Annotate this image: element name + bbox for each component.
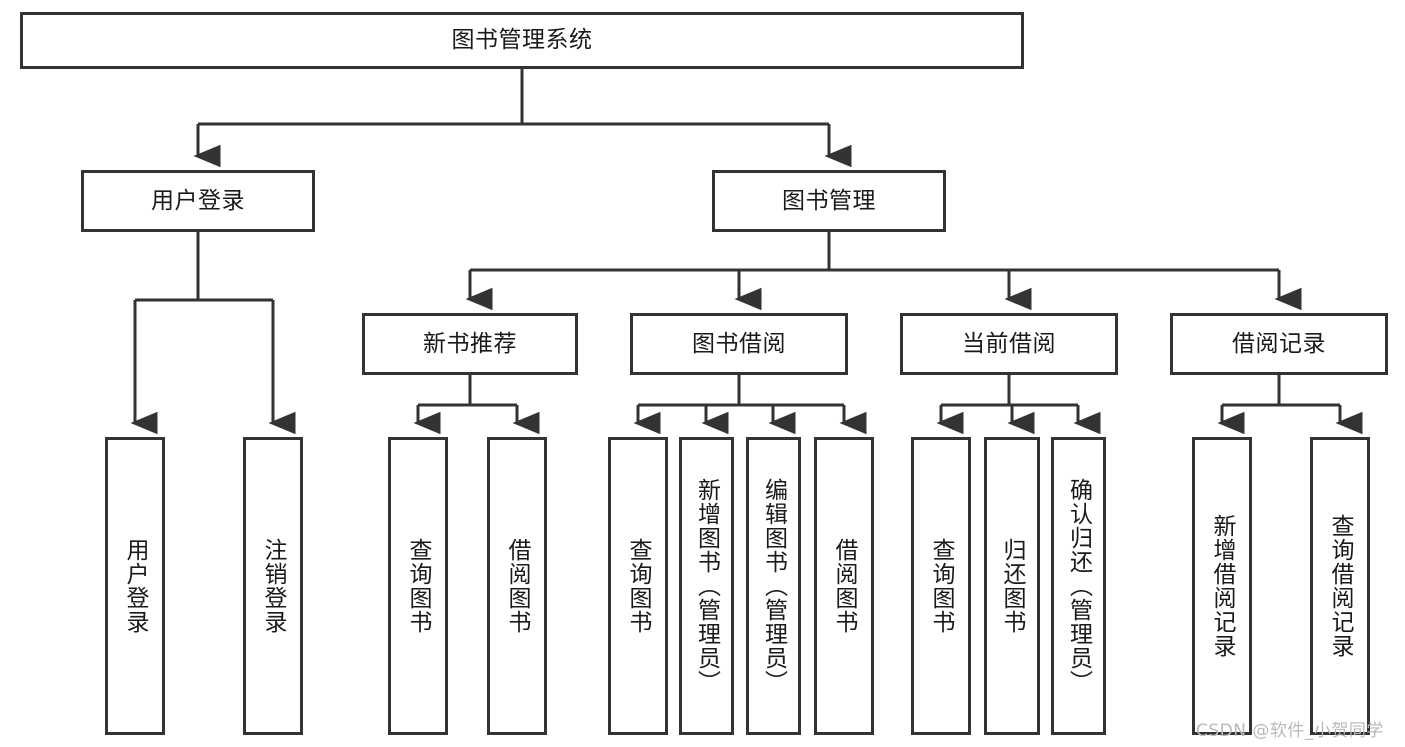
leaf-inner: 注销登录: [259, 440, 287, 732]
node-book-manage[interactable]: 图书管理: [712, 170, 946, 232]
node-root[interactable]: 图书管理系统: [20, 12, 1024, 69]
leaf-inner: 新增图书（管理员）: [692, 440, 720, 732]
leaf-inner: 编辑图书（管理员）: [759, 440, 787, 732]
node-current-borrow-label: 当前借阅: [962, 330, 1056, 357]
node-leaf-return-book[interactable]: 归还图书: [984, 437, 1040, 735]
leaf-inner: 确认归还（管理员）: [1064, 440, 1092, 732]
node-leaf-return-book-label: 归还图书: [999, 538, 1026, 634]
node-leaf-add-borrow-record-label: 新增借阅记录: [1209, 514, 1236, 658]
node-user-login-label: 用户登录: [151, 187, 245, 214]
leaf-inner: 查询图书: [624, 440, 652, 732]
node-leaf-user-logout[interactable]: 注销登录: [243, 437, 303, 735]
leaf-inner: 查询借阅记录: [1326, 440, 1354, 732]
node-leaf-edit-book-label: 编辑图书（管理员）: [760, 478, 787, 694]
node-leaf-query-book-3[interactable]: 查询图书: [911, 437, 971, 735]
node-leaf-confirm-return[interactable]: 确认归还（管理员）: [1051, 437, 1106, 735]
leaf-inner: 查询图书: [404, 440, 432, 732]
node-leaf-query-book-3-label: 查询图书: [928, 538, 955, 634]
node-leaf-query-book-1-label: 查询图书: [405, 538, 432, 634]
node-leaf-add-book[interactable]: 新增图书（管理员）: [679, 437, 734, 735]
node-book-borrow-label: 图书借阅: [692, 330, 786, 357]
leaf-inner: 归还图书: [998, 440, 1026, 732]
node-leaf-borrow-book-1[interactable]: 借阅图书: [487, 437, 547, 735]
csdn-watermark: CSDN @软件_小贺同学: [1196, 721, 1384, 741]
node-leaf-query-book-1[interactable]: 查询图书: [388, 437, 448, 735]
node-leaf-query-book-2[interactable]: 查询图书: [608, 437, 668, 735]
leaf-inner: 查询图书: [927, 440, 955, 732]
node-leaf-query-borrow-record[interactable]: 查询借阅记录: [1310, 437, 1370, 735]
node-leaf-borrow-book-2[interactable]: 借阅图书: [814, 437, 874, 735]
leaf-inner: 新增借阅记录: [1208, 440, 1236, 732]
node-leaf-add-borrow-record[interactable]: 新增借阅记录: [1192, 437, 1252, 735]
node-borrow-record-label: 借阅记录: [1232, 330, 1326, 357]
node-new-book-recommend-label: 新书推荐: [423, 330, 517, 357]
leaf-inner: 借阅图书: [830, 440, 858, 732]
leaf-inner: 借阅图书: [503, 440, 531, 732]
node-leaf-user-login-label: 用户登录: [122, 538, 149, 634]
node-leaf-borrow-book-1-label: 借阅图书: [504, 538, 531, 634]
node-current-borrow[interactable]: 当前借阅: [900, 313, 1118, 375]
node-leaf-user-login[interactable]: 用户登录: [105, 437, 165, 735]
node-leaf-borrow-book-2-label: 借阅图书: [831, 538, 858, 634]
node-leaf-query-borrow-record-label: 查询借阅记录: [1327, 514, 1354, 658]
node-new-book-recommend[interactable]: 新书推荐: [362, 313, 578, 375]
leaf-inner: 用户登录: [121, 440, 149, 732]
node-leaf-add-book-label: 新增图书（管理员）: [693, 478, 720, 694]
node-leaf-edit-book[interactable]: 编辑图书（管理员）: [746, 437, 801, 735]
node-book-manage-label: 图书管理: [782, 187, 876, 214]
node-leaf-confirm-return-label: 确认归还（管理员）: [1065, 478, 1092, 694]
node-borrow-record[interactable]: 借阅记录: [1170, 313, 1388, 375]
node-book-borrow[interactable]: 图书借阅: [630, 313, 848, 375]
node-leaf-user-logout-label: 注销登录: [260, 538, 287, 634]
node-root-label: 图书管理系统: [451, 27, 593, 54]
node-user-login[interactable]: 用户登录: [81, 170, 315, 232]
node-leaf-query-book-2-label: 查询图书: [625, 538, 652, 634]
